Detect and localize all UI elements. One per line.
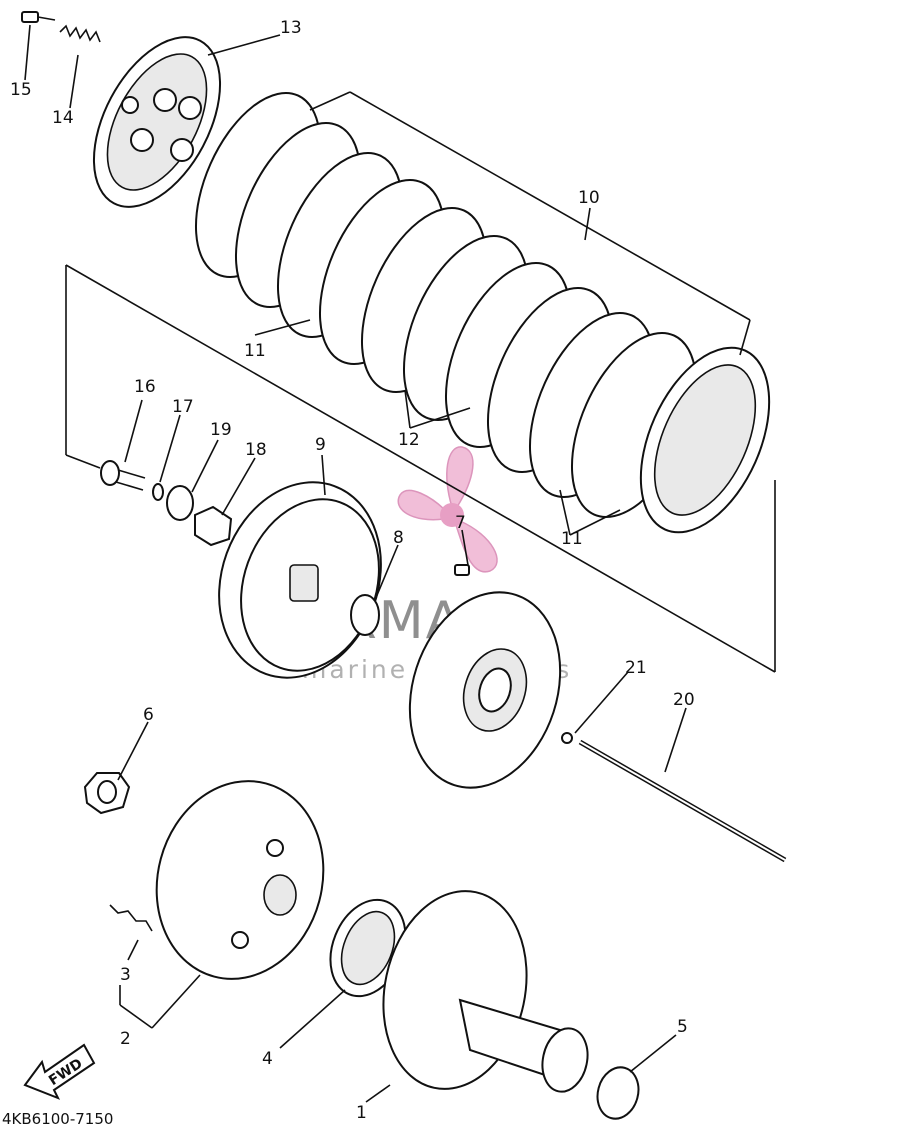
callout-17: 17 (172, 397, 194, 417)
leader-lines (24, 24, 687, 1103)
callout-20: 20 (673, 690, 695, 710)
push-rod-20 (578, 739, 787, 863)
assembly-bracket (65, 264, 776, 673)
callout-14: 14 (52, 108, 74, 128)
starter-wheel-gear-1 (382, 890, 589, 1093)
callout-13: 13 (280, 18, 302, 38)
callout-2: 2 (120, 1029, 131, 1049)
callout-4: 4 (262, 1049, 273, 1069)
callout-6: 6 (143, 705, 154, 725)
callout-7: 7 (455, 513, 466, 533)
callout-3: 3 (120, 965, 131, 985)
washer-19 (166, 485, 194, 521)
diagram-code: 4KB6100-7150 (2, 1110, 113, 1128)
nut-6 (83, 772, 131, 815)
callout-5: 5 (677, 1017, 688, 1037)
pressure-plate (92, 36, 222, 208)
fwd-arrow-icon: FWD (23, 1043, 96, 1100)
circlip-17 (152, 483, 164, 501)
spring-3 (109, 904, 153, 932)
callout-11-bottom: 11 (561, 529, 583, 549)
bracket-10 (309, 91, 751, 356)
callout-18: 18 (245, 440, 267, 460)
shaft-16 (100, 460, 146, 491)
lock-washer-18 (194, 505, 233, 547)
callout-10: 10 (578, 188, 600, 208)
oneway-clutch-2 (155, 780, 325, 980)
bearing-4 (329, 898, 407, 998)
spring-14 (59, 24, 101, 43)
o-ring-5 (596, 1066, 640, 1120)
clutch-plate-stack (194, 92, 771, 534)
callout-16: 16 (134, 377, 156, 397)
callout-19: 19 (210, 420, 232, 440)
callout-8: 8 (393, 528, 404, 548)
pin-7 (454, 564, 470, 576)
callout-1: 1 (356, 1103, 367, 1123)
ball-21 (561, 732, 573, 744)
bolt-15 (21, 11, 56, 23)
callout-15: 15 (10, 80, 32, 100)
callout-12: 12 (398, 430, 420, 450)
clutch-housing (408, 591, 562, 789)
circlip-8 (350, 594, 380, 636)
callout-9: 9 (315, 435, 326, 455)
propeller-icon (397, 446, 498, 573)
callout-21: 21 (625, 658, 647, 678)
callout-11-top: 11 (244, 341, 266, 361)
